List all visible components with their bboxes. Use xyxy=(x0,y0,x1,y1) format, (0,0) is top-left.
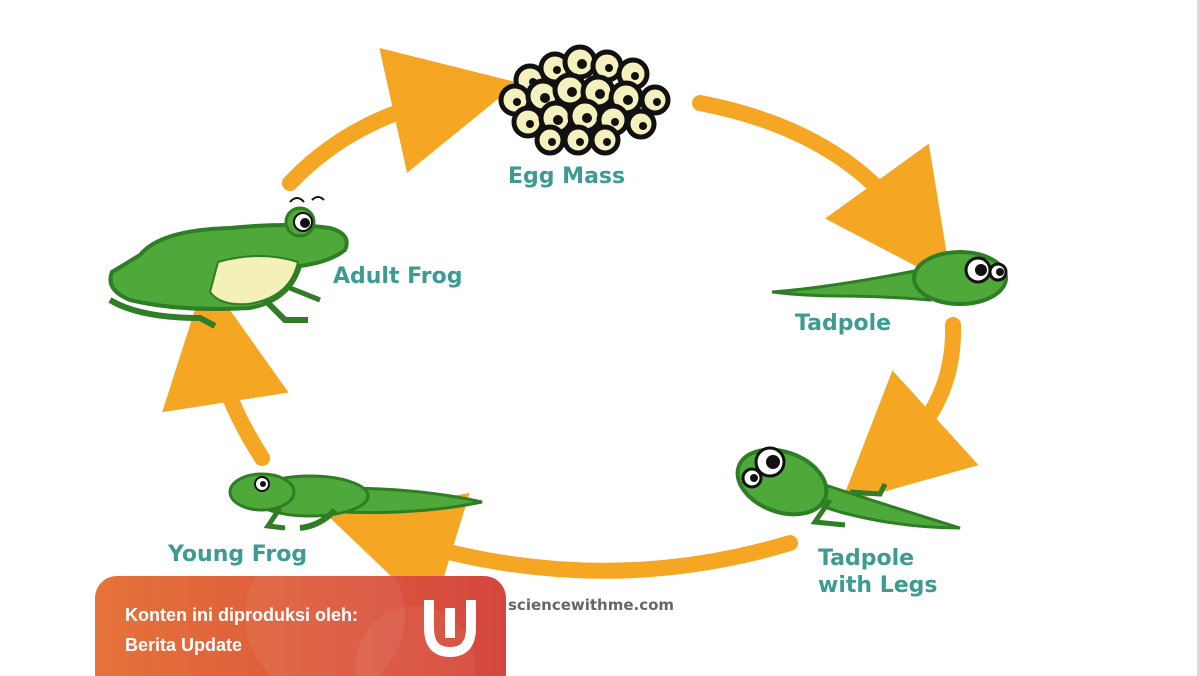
arrow-legs-to-young xyxy=(328,492,798,616)
label-young-frog: Young Frog xyxy=(167,542,307,567)
label-egg-mass: Egg Mass xyxy=(508,164,625,189)
tadpole-with-legs-illustration xyxy=(735,446,961,530)
arrow-adult-to-egg xyxy=(282,47,519,191)
young-frog-illustration xyxy=(228,472,483,531)
cycle-arrows xyxy=(162,47,979,616)
arrow-young-to-adult xyxy=(162,275,289,466)
arrow-tadpole-to-legs xyxy=(840,317,979,504)
credit-line-producer-label: Konten ini diproduksi oleh: xyxy=(125,605,358,625)
source-credit: sciencewithme.com xyxy=(508,596,674,614)
credit-text: Konten ini diproduksi oleh: Berita Updat… xyxy=(125,600,358,660)
adult-frog-illustration xyxy=(108,196,349,329)
credit-line-producer-name: Berita Update xyxy=(125,635,243,655)
kumparan-u-logo-icon xyxy=(424,600,476,658)
stage-labels: Egg Mass Tadpole Tadpole with Legs Young… xyxy=(167,164,938,598)
label-adult-frog: Adult Frog xyxy=(333,264,463,289)
label-tadpole-with-legs-line1: Tadpole xyxy=(818,546,914,571)
label-tadpole: Tadpole xyxy=(795,311,891,336)
egg-yolks xyxy=(513,59,661,146)
content-credit-banner: Konten ini diproduksi oleh: Berita Updat… xyxy=(95,576,506,676)
label-tadpole-with-legs-line2: with Legs xyxy=(818,573,938,598)
page-edge-border xyxy=(1197,0,1200,676)
arrow-egg-to-tadpole xyxy=(692,95,952,285)
tadpole-illustration xyxy=(771,250,1008,306)
